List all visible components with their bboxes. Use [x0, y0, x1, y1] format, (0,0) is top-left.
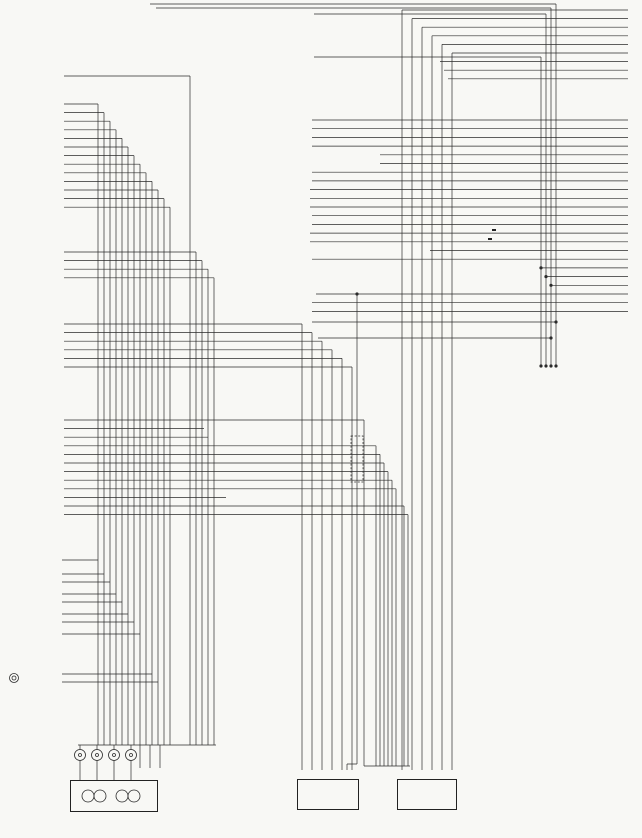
ignition-coil-box [70, 780, 158, 812]
wire-tag [492, 229, 496, 231]
igniter-box [297, 779, 359, 810]
wire-tag [488, 238, 492, 240]
airflow-meter-box [397, 779, 457, 810]
